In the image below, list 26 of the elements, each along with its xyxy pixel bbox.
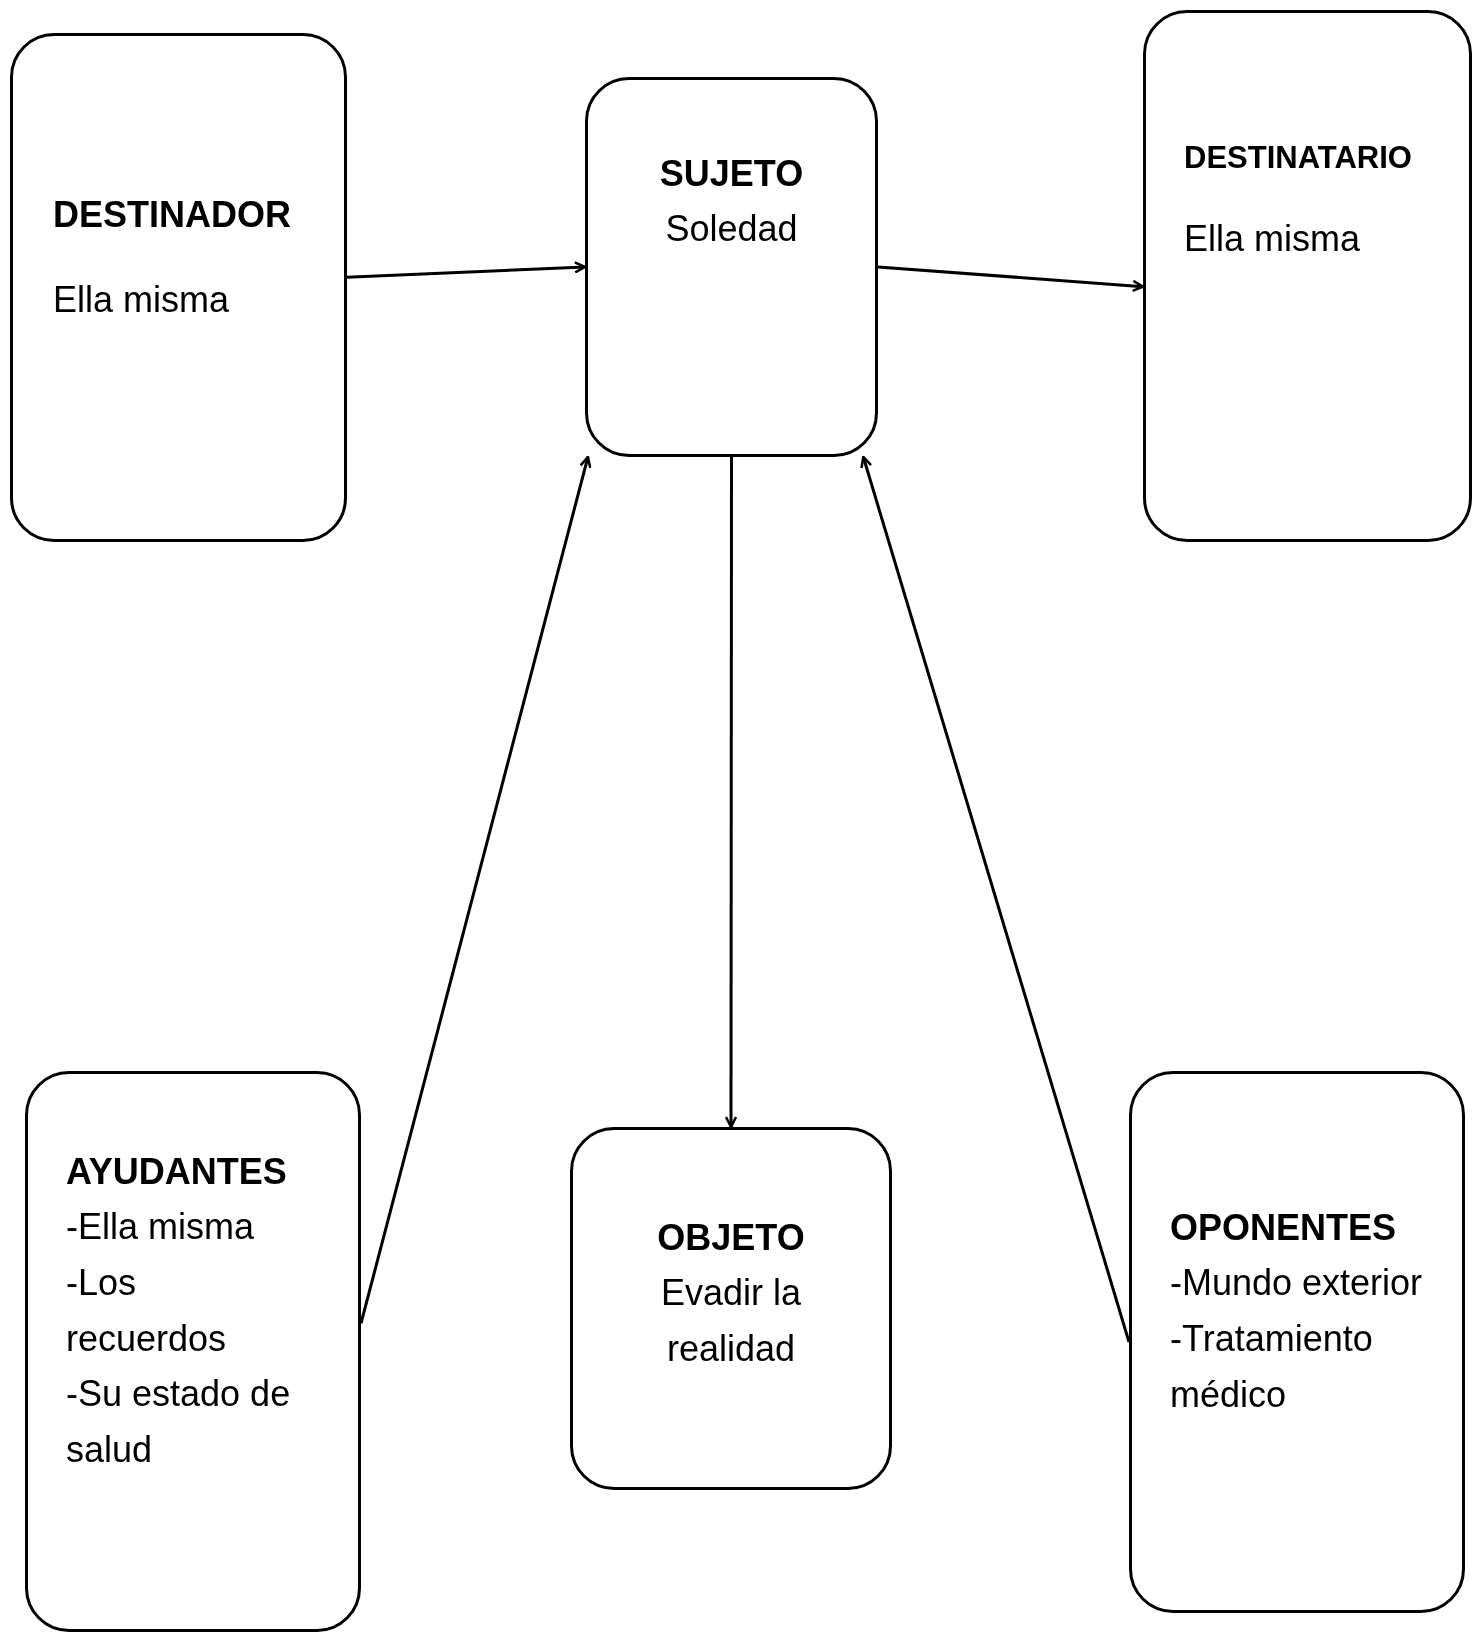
box-heading: DESTINATARIO	[1184, 138, 1412, 177]
arrow	[724, 457, 738, 1129]
arrow	[877, 265, 1145, 293]
rounded-box	[1129, 1071, 1465, 1613]
box-text: Ella misma	[1184, 217, 1362, 262]
arrow	[860, 455, 1131, 1343]
box-heading: OPONENTES	[1170, 1206, 1397, 1251]
box-text: -Los recuerdos	[66, 1260, 228, 1361]
rounded-box	[25, 1071, 361, 1632]
rounded-box	[585, 77, 878, 457]
box-text: Ella misma	[53, 277, 231, 322]
arrow	[359, 455, 592, 1324]
box-text: Evadir la realidad	[659, 1270, 803, 1371]
box-text: Soledad	[664, 207, 799, 252]
rounded-box	[1143, 10, 1472, 542]
box-heading: DESTINADOR	[53, 192, 291, 237]
arrow	[346, 261, 587, 279]
box-text: -Ella misma	[66, 1205, 255, 1249]
box-heading: AYUDANTES	[66, 1150, 287, 1194]
box-text: -Mundo exterior	[1170, 1261, 1424, 1306]
rounded-box	[10, 33, 347, 542]
box-text: -Tratamiento médico	[1170, 1317, 1374, 1417]
rounded-box	[570, 1127, 892, 1490]
box-heading: SUJETO	[659, 152, 804, 197]
box-heading: OBJETO	[657, 1215, 805, 1260]
box-text: -Su estado de salud	[66, 1372, 292, 1473]
